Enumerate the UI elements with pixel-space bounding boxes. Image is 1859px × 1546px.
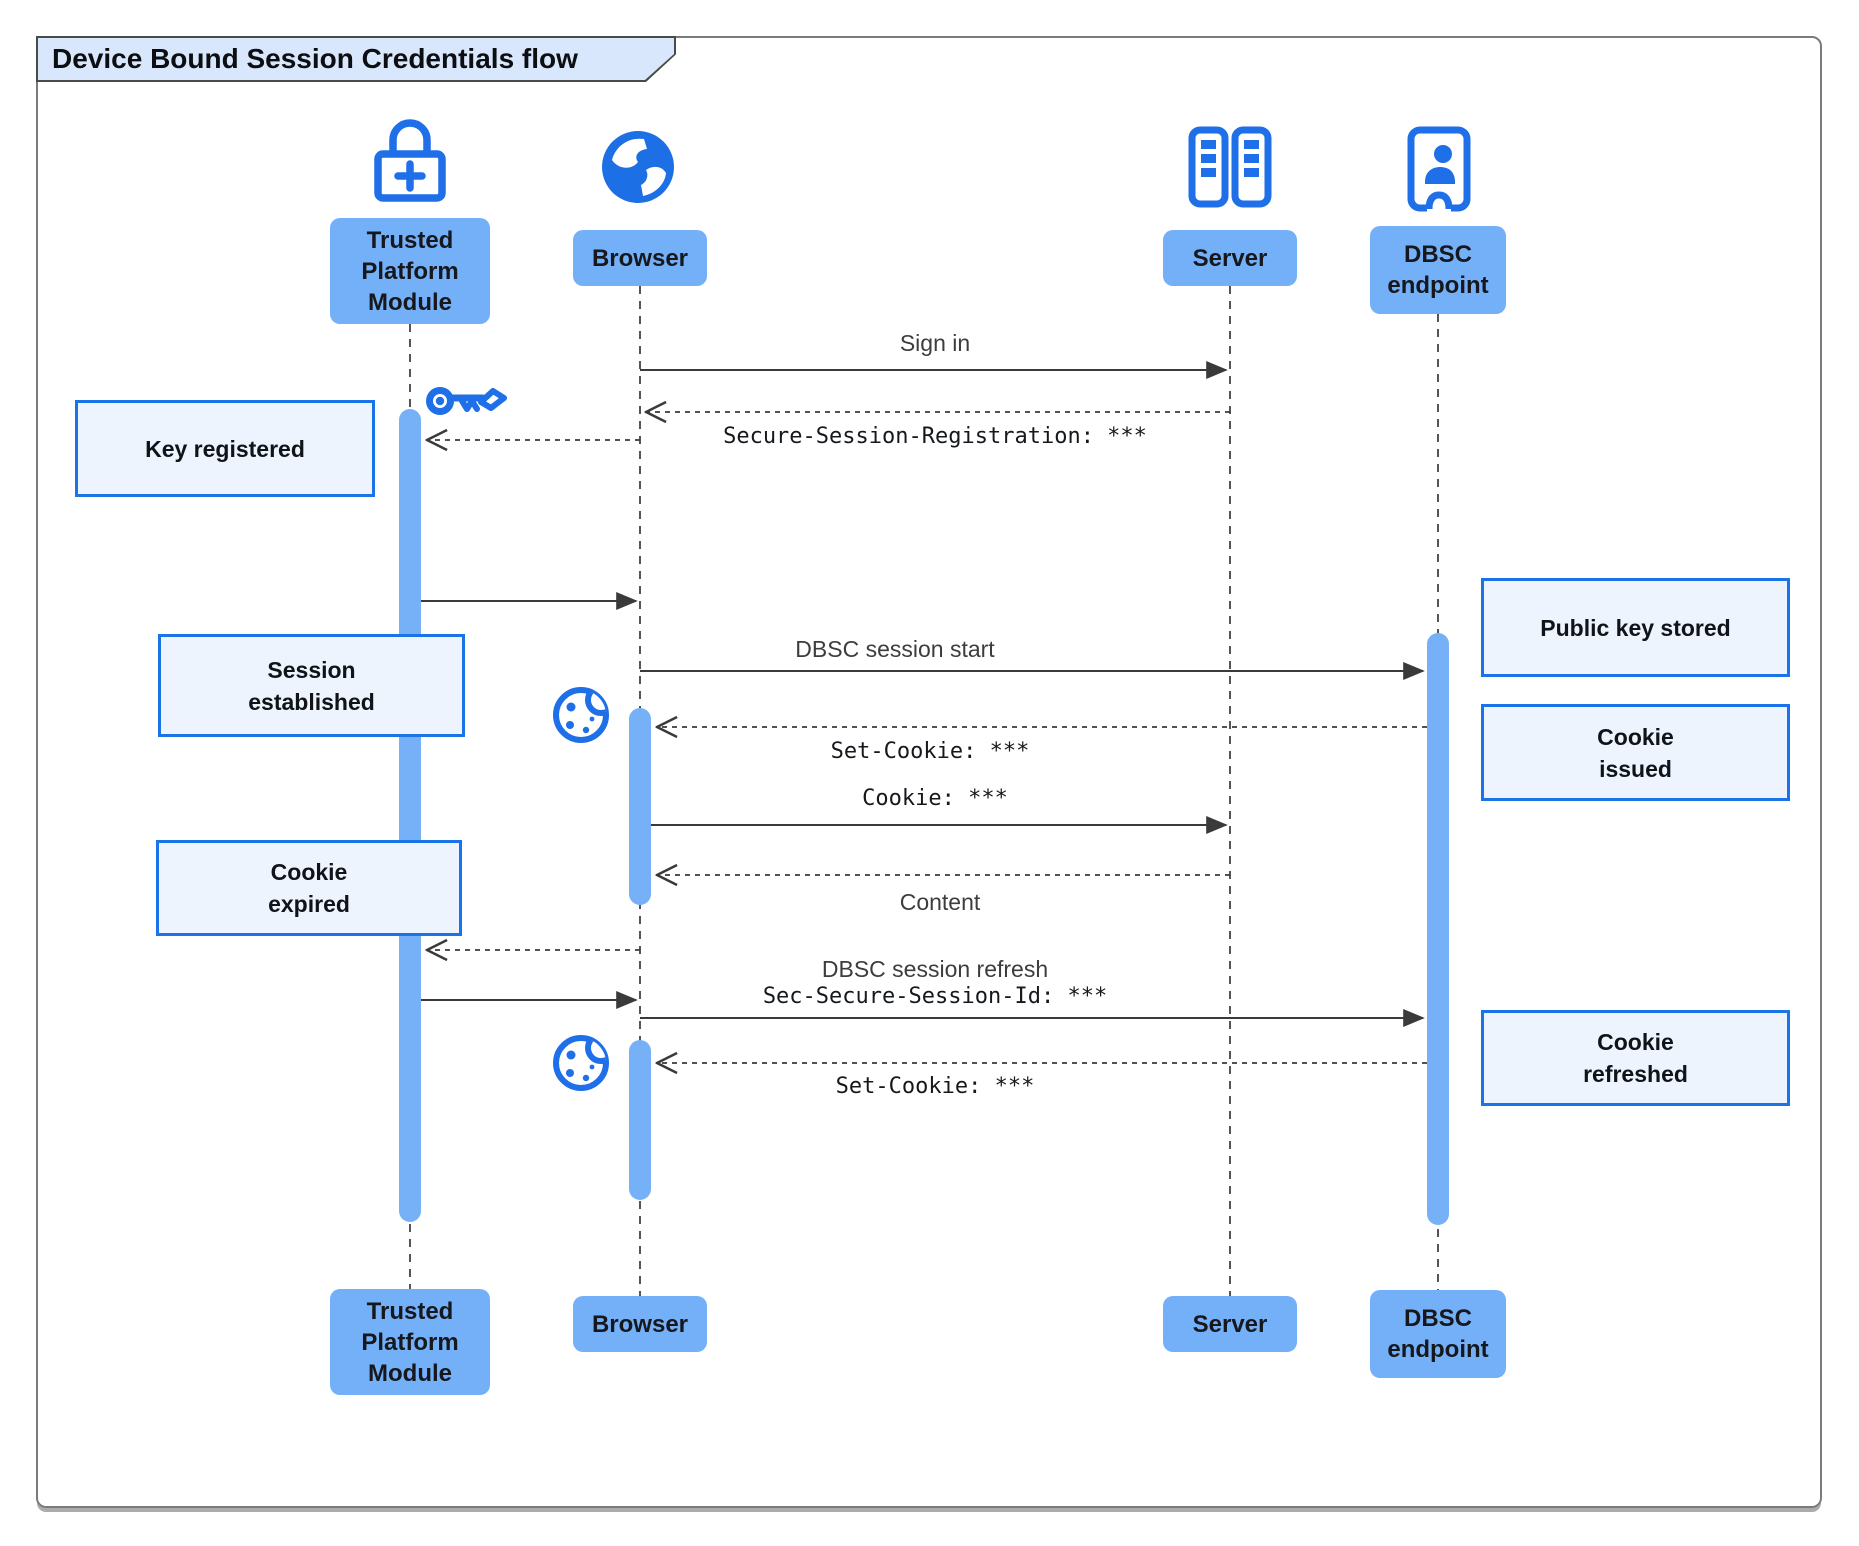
message-content: Content <box>899 889 981 915</box>
participant-dbsc-top: DBSC endpoint <box>1370 226 1506 314</box>
diagram-title-tab: Device Bound Session Credentials flow <box>36 36 676 82</box>
participant-dbsc-bottom: DBSC endpoint <box>1370 1290 1506 1378</box>
activation-bar-tpm <box>399 409 421 1222</box>
message-session-id: Sec-Secure-Session-Id: *** <box>762 984 1108 1009</box>
participant-tpm-top: Trusted Platform Module <box>330 218 490 324</box>
activation-bar-dbsc <box>1427 633 1449 1225</box>
note-cookie-expired: Cookie expired <box>156 840 462 936</box>
key-icon <box>425 381 507 419</box>
server-rack-icon <box>1188 126 1272 208</box>
diagram-title: Device Bound Session Credentials flow <box>38 38 674 80</box>
message-dbsc-session-refresh: DBSC session refresh <box>821 956 1049 982</box>
participant-tpm-bottom: Trusted Platform Module <box>330 1289 490 1395</box>
lock-plus-icon <box>366 110 454 204</box>
participant-server-bottom: Server <box>1163 1296 1297 1352</box>
message-set-cookie: Set-Cookie: *** <box>830 739 1030 764</box>
note-public-key-stored: Public key stored <box>1481 578 1790 677</box>
activation-bar-browser-2 <box>629 1040 651 1200</box>
message-sign-in: Sign in <box>899 330 971 356</box>
participant-server-top: Server <box>1163 230 1297 286</box>
message-set-cookie-refresh: Set-Cookie: *** <box>835 1074 1035 1099</box>
note-cookie-issued: Cookie issued <box>1481 704 1790 801</box>
participant-browser-bottom: Browser <box>573 1296 707 1352</box>
participant-browser-top: Browser <box>573 230 707 286</box>
cookie-icon-2 <box>551 1030 613 1094</box>
diagram-frame <box>36 36 1822 1508</box>
message-dbsc-session-start: DBSC session start <box>795 636 995 662</box>
badge-person-icon <box>1406 126 1472 212</box>
cookie-icon-1 <box>551 682 613 746</box>
note-key-registered: Key registered <box>75 400 375 497</box>
activation-bar-browser-1 <box>629 708 651 905</box>
globe-icon <box>599 128 677 206</box>
note-session-established: Session established <box>158 634 465 737</box>
note-cookie-refreshed: Cookie refreshed <box>1481 1010 1790 1106</box>
message-cookie: Cookie: *** <box>862 786 1008 811</box>
message-registration: Secure-Session-Registration: *** <box>723 424 1147 449</box>
